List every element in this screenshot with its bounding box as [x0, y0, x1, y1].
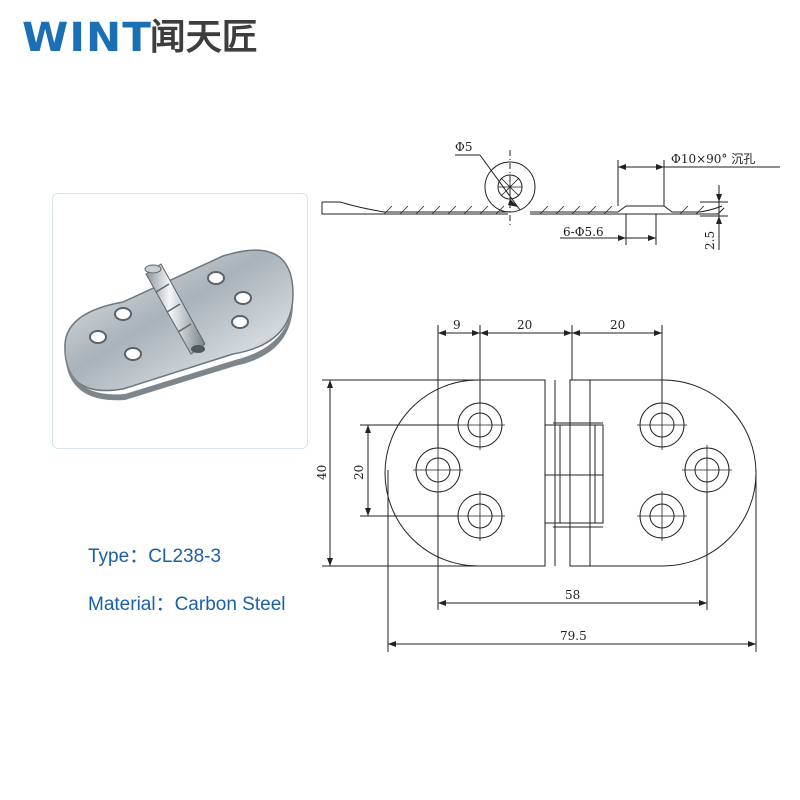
dim-9: 9 — [453, 318, 461, 332]
brand-name-en: WINT — [22, 15, 152, 61]
dim-20-right: 20 — [610, 318, 625, 332]
dim-countersink: Φ10×90° 沉孔 — [671, 152, 755, 166]
dim-20-left: 20 — [517, 318, 532, 332]
hinge-photo-illustration — [64, 249, 294, 401]
product-photo — [52, 193, 308, 449]
dim-thickness: 2.5 — [703, 231, 717, 250]
dim-58: 58 — [565, 588, 580, 602]
brand-logo: WINT 闻天匠 — [22, 15, 258, 61]
dim-hole-diameter: Φ5 — [455, 140, 472, 154]
dim-height: 40 — [315, 465, 329, 480]
brand-name-cn: 闻天匠 — [149, 17, 258, 58]
dim-total-length: 79.5 — [560, 629, 587, 643]
spec-type: Type：CL238-3 — [88, 546, 222, 567]
spec-material: Material：Carbon Steel — [88, 594, 286, 615]
dim-inner-spacing: 20 — [352, 465, 366, 480]
dim-holes: 6-Φ5.6 — [563, 225, 604, 239]
plan-view — [322, 325, 757, 652]
